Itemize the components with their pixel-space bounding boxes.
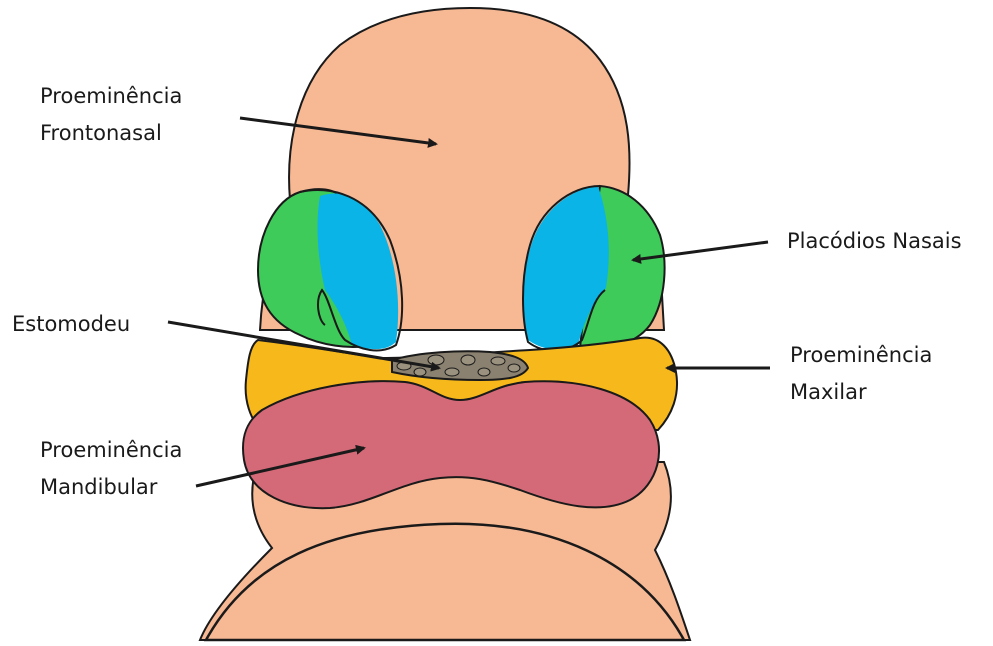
- stomodeum: [392, 351, 528, 380]
- label-mandibular: Proeminência Mandibular: [40, 432, 182, 506]
- label-mandibular-line2: Mandibular: [40, 469, 182, 506]
- label-estomodeu: Estomodeu: [12, 306, 130, 343]
- label-frontonasal: Proeminência Frontonasal: [40, 78, 182, 152]
- label-maxilar: Proeminência Maxilar: [790, 337, 932, 411]
- label-maxilar-line1: Proeminência: [790, 337, 932, 374]
- label-frontonasal-line1: Proeminência: [40, 78, 182, 115]
- label-maxilar-line2: Maxilar: [790, 374, 932, 411]
- label-placodios-nasais: Placódios Nasais: [787, 223, 962, 260]
- label-mandibular-line1: Proeminência: [40, 432, 182, 469]
- label-frontonasal-line2: Frontonasal: [40, 115, 182, 152]
